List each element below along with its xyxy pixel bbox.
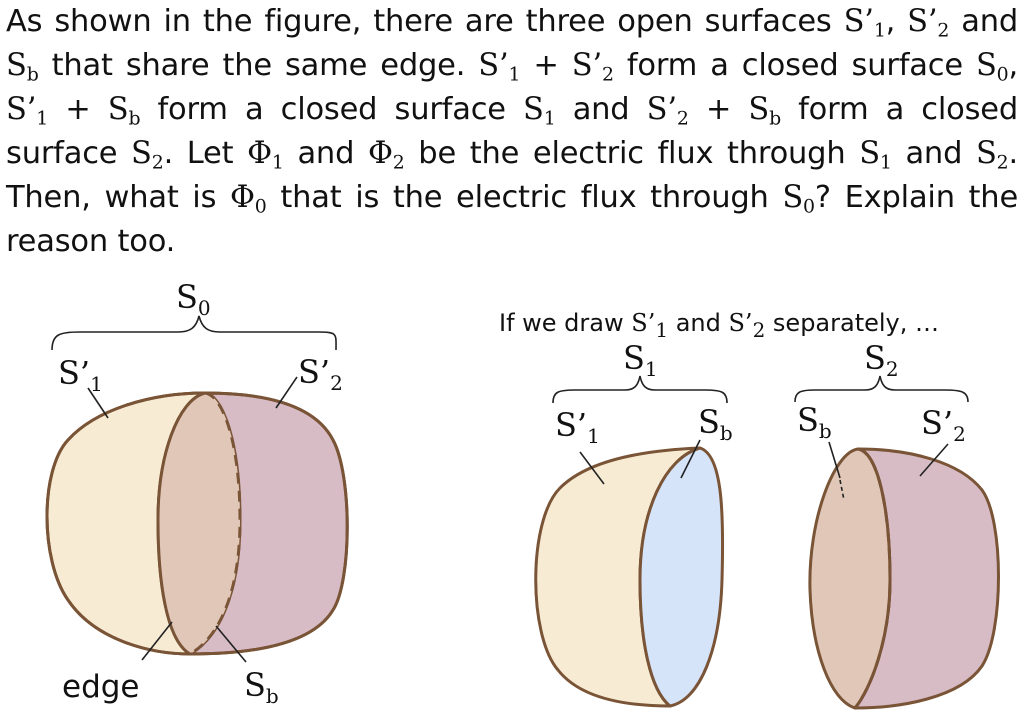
left-s2-prime-label: S’2: [298, 353, 343, 395]
right-caption: If we draw S’1 and S’2 separately, …: [499, 309, 939, 342]
s2-s2-prime-label: S’2: [921, 404, 966, 446]
left-figure: [45, 391, 349, 656]
s1-brace-label: S1: [623, 339, 658, 381]
left-edge-line: [156, 391, 206, 656]
s2-figure: [808, 447, 1000, 710]
s1-figure: [534, 446, 725, 708]
problem-statement: As shown in the figure, there are three …: [6, 4, 1019, 259]
s1-sb-blue-surface: [638, 446, 725, 708]
s2-brace: [794, 375, 969, 403]
left-brace-label: S0: [176, 278, 211, 320]
left-sb-surface: [158, 393, 240, 654]
s1-leader-lines: [579, 439, 701, 485]
left-s1-prime-label: S’1: [58, 354, 103, 396]
left-leader-lines: [87, 376, 298, 663]
edge-label: edge: [62, 669, 140, 705]
s1-sb-label: Sb: [698, 403, 733, 445]
s2-edge-dashed: [853, 447, 892, 709]
s1-s1-prime-label: S’1: [555, 406, 600, 448]
left-brace: [51, 315, 337, 351]
s2-sb-label: Sb: [797, 401, 832, 443]
s2-brace-label: S2: [864, 339, 899, 381]
left-edge-dashed: [189, 391, 242, 656]
s1-brace: [552, 375, 728, 404]
s2-leader-lines: [828, 441, 949, 501]
left-sb-label: Sb: [244, 666, 279, 708]
